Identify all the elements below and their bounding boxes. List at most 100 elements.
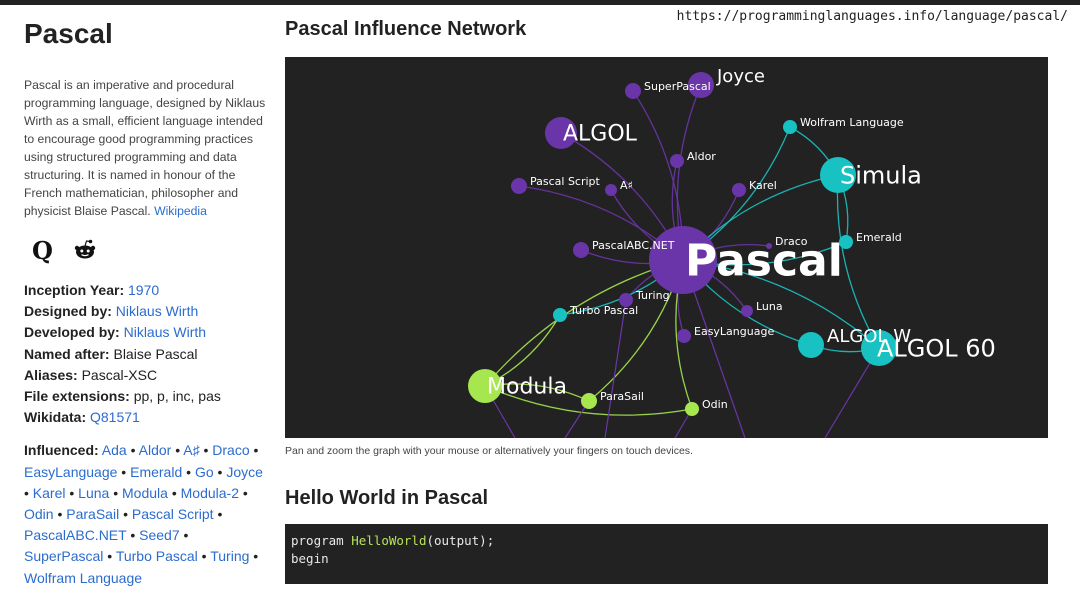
fact-value[interactable]: Niklaus Wirth bbox=[115, 303, 199, 320]
graph-node[interactable] bbox=[581, 393, 597, 409]
fact-row: Designed by: Niklaus Wirth bbox=[24, 301, 269, 322]
graph-node-label: EasyLanguage bbox=[694, 325, 774, 338]
graph-node[interactable] bbox=[741, 305, 753, 317]
influenced-link[interactable]: Seed7 bbox=[139, 527, 180, 544]
fact-value[interactable]: 1970 bbox=[128, 282, 160, 298]
graph-node[interactable] bbox=[649, 226, 717, 294]
influenced-link[interactable]: ParaSail bbox=[66, 506, 120, 523]
graph-node-label: Turing bbox=[635, 289, 670, 302]
page-title: Pascal bbox=[24, 18, 113, 49]
fact-row: File extensions: pp, p, inc, pas bbox=[24, 386, 269, 407]
influenced-link[interactable]: PascalABC.NET bbox=[24, 527, 127, 544]
code-line-1: program HelloWorld(output); bbox=[291, 533, 495, 548]
graph-node-label: Wolfram Language bbox=[800, 116, 904, 129]
code-block: program HelloWorld(output); begin bbox=[285, 524, 1048, 584]
graph-node[interactable] bbox=[553, 308, 567, 322]
influenced-link[interactable]: Joyce bbox=[226, 463, 263, 480]
influenced-link[interactable]: Draco bbox=[212, 442, 250, 459]
graph-node-label: ParaSail bbox=[600, 390, 644, 403]
graph-node[interactable] bbox=[619, 293, 633, 307]
fact-label: Inception Year: bbox=[24, 282, 125, 298]
influenced-link[interactable]: Luna bbox=[78, 484, 110, 501]
graph-node[interactable] bbox=[625, 83, 641, 99]
graph-node-label: Draco bbox=[775, 235, 808, 248]
graph-node-label: Modula bbox=[487, 375, 567, 400]
graph-node-label: Joyce bbox=[716, 66, 765, 87]
graph-node[interactable] bbox=[783, 120, 797, 134]
graph-node[interactable] bbox=[511, 178, 527, 194]
graph-node[interactable] bbox=[766, 243, 772, 249]
reddit-icon[interactable] bbox=[73, 238, 97, 262]
fact-row: Wikidata: Q81571 bbox=[24, 407, 269, 428]
fact-label: Developed by: bbox=[24, 324, 120, 341]
social-icons: Q bbox=[24, 234, 269, 266]
graph-node-label: A♯ bbox=[620, 179, 633, 192]
fact-label: Wikidata: bbox=[24, 409, 87, 426]
fact-row: Developed by: Niklaus Wirth bbox=[24, 322, 269, 343]
graph-node-label: Emerald bbox=[856, 231, 902, 244]
code-function-name: HelloWorld bbox=[351, 533, 427, 548]
graph-node[interactable] bbox=[688, 72, 714, 98]
graph-edge bbox=[484, 385, 693, 416]
network-title: Pascal Influence Network bbox=[285, 18, 527, 40]
fact-value[interactable]: Niklaus Wirth bbox=[123, 324, 207, 341]
fact-row: Aliases: Pascal-XSC bbox=[24, 365, 269, 386]
influenced-link[interactable]: Emerald bbox=[130, 463, 183, 480]
influenced-link[interactable]: Ada bbox=[101, 442, 127, 459]
influenced-link[interactable]: Pascal Script bbox=[131, 506, 214, 523]
graph-node[interactable] bbox=[685, 402, 699, 416]
graph-node[interactable] bbox=[573, 242, 589, 258]
graph-node-label: Pascal Script bbox=[530, 175, 601, 188]
graph-node-label: ALGOL W bbox=[827, 326, 911, 347]
wikipedia-link[interactable]: Wikipedia bbox=[154, 204, 207, 218]
influenced-link[interactable]: Odin bbox=[24, 506, 54, 523]
fact-label: Designed by: bbox=[24, 303, 112, 320]
influenced-link[interactable]: Wolfram Language bbox=[24, 569, 143, 586]
graph-node-label: Luna bbox=[756, 300, 783, 313]
influenced-link[interactable]: Turbo Pascal bbox=[115, 548, 198, 565]
influenced-link[interactable]: A♯ bbox=[183, 442, 200, 459]
fact-value: Blaise Pascal bbox=[113, 345, 198, 362]
quora-icon[interactable]: Q bbox=[32, 235, 53, 265]
graph-node[interactable] bbox=[545, 117, 577, 149]
fact-value[interactable]: Q81571 bbox=[90, 409, 140, 426]
influenced-link[interactable]: SuperPascal bbox=[24, 548, 104, 565]
influenced-link[interactable]: Modula-2 bbox=[180, 484, 239, 501]
graph-node-label: ALGOL 60 bbox=[877, 334, 996, 362]
graph-node[interactable] bbox=[861, 330, 897, 366]
graph-node-label: Simula bbox=[840, 161, 922, 189]
fact-value: pp, p, inc, pas bbox=[133, 388, 221, 405]
graph-node[interactable] bbox=[670, 154, 684, 168]
code-line-2: begin bbox=[291, 551, 329, 566]
graph-node[interactable] bbox=[468, 369, 502, 403]
graph-node[interactable] bbox=[605, 184, 617, 196]
graph-caption: Pan and zoom the graph with your mouse o… bbox=[285, 445, 693, 457]
fact-label: Aliases: bbox=[24, 366, 78, 383]
graph-node[interactable] bbox=[839, 235, 853, 249]
fact-row: Named after: Blaise Pascal bbox=[24, 344, 269, 365]
graph-node-label: Pascal bbox=[685, 235, 843, 286]
graph-node[interactable] bbox=[677, 329, 691, 343]
influenced-link[interactable]: Aldor bbox=[138, 442, 172, 459]
influenced-link[interactable]: Karel bbox=[32, 484, 66, 501]
fact-row: Inception Year: 1970 bbox=[24, 280, 269, 301]
influenced-label: Influenced: bbox=[24, 442, 99, 459]
influenced-link[interactable]: Go bbox=[194, 463, 214, 480]
graph-node[interactable] bbox=[732, 183, 746, 197]
graph-edge bbox=[836, 174, 880, 349]
graph-node-label: Karel bbox=[749, 179, 777, 192]
top-bar bbox=[0, 0, 1080, 5]
influenced-link[interactable]: Modula bbox=[122, 484, 168, 501]
influenced-link[interactable]: Turing bbox=[210, 548, 250, 565]
description-text: Pascal is an imperative and procedural p… bbox=[24, 78, 266, 218]
graph-node[interactable] bbox=[798, 332, 824, 358]
influenced-link[interactable]: EasyLanguage bbox=[24, 463, 118, 480]
graph-node-label: Aldor bbox=[687, 150, 716, 163]
graph-node[interactable] bbox=[820, 157, 856, 193]
graph-node-label: SuperPascal bbox=[644, 80, 711, 93]
language-description: Pascal is an imperative and procedural p… bbox=[24, 76, 269, 220]
